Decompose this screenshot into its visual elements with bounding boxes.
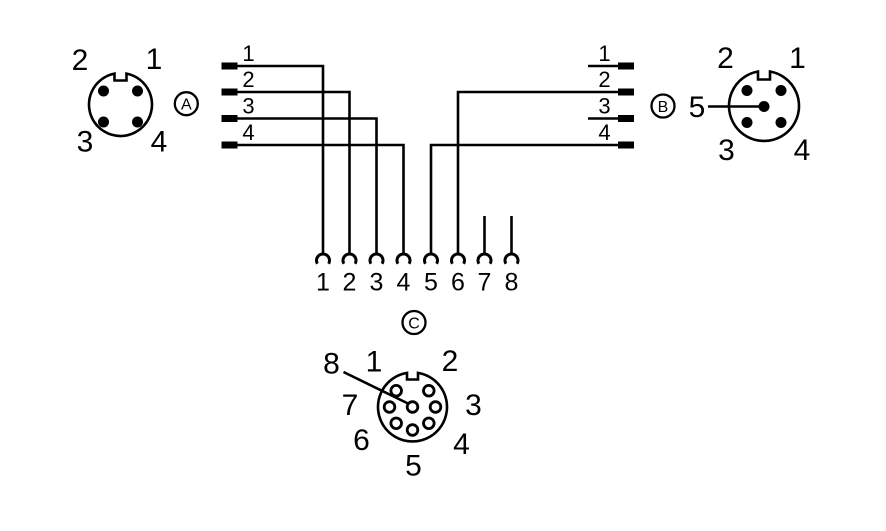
connector-b-front-view: B 2 1 5 3 4 xyxy=(650,42,811,167)
connector-a-designator-circle xyxy=(173,91,199,117)
terminal-1-label: 1 xyxy=(316,269,330,297)
c-pin-label-6: 6 xyxy=(353,424,370,457)
terminal-4-label: 4 xyxy=(397,269,411,297)
terminal-8-label: 8 xyxy=(505,269,519,297)
terminal-5-label: 5 xyxy=(424,269,438,297)
connector-b-designator-circle xyxy=(650,93,676,119)
wire-a4-label: 4 xyxy=(242,120,254,145)
c-pin-label-4: 4 xyxy=(453,428,470,461)
terminal-3-label: 3 xyxy=(370,269,384,297)
terminal-8-socket xyxy=(503,252,520,265)
connector-b-pin-4 xyxy=(775,117,787,128)
terminal-1-socket xyxy=(315,252,331,265)
wire-a2-ferrule xyxy=(221,88,238,96)
b-pin-label-bottom-right: 4 xyxy=(794,134,811,167)
wire-a2 xyxy=(237,90,351,254)
connector-c-pin-4 xyxy=(422,416,436,431)
c-pin8-leader-line xyxy=(342,370,409,405)
wire-a4-ferrule xyxy=(221,141,238,149)
connector-c-pin-8 xyxy=(405,400,420,414)
terminal-3-socket xyxy=(368,252,385,265)
c-pin-label-7: 7 xyxy=(342,389,359,422)
c-pin-label-2: 2 xyxy=(442,345,459,378)
a-pin-label-bottom-right: 4 xyxy=(151,126,168,159)
wire-a1-label: 1 xyxy=(242,41,254,66)
wire-b4-ferrule xyxy=(618,141,634,149)
connector-c-designator-circle xyxy=(401,309,427,336)
b-pin-label-top-left: 2 xyxy=(717,42,734,75)
connector-c-pin-7 xyxy=(382,400,397,414)
connector-c-pin-2 xyxy=(422,384,436,398)
connector-c-designator: C xyxy=(408,315,420,332)
connector-a-pin-3 xyxy=(98,116,109,128)
c-pin-label-3: 3 xyxy=(465,389,482,422)
wire-a1 xyxy=(237,64,325,254)
connector-c-pin-1 xyxy=(389,384,403,398)
wire-b3-ferrule xyxy=(618,115,634,122)
wire-a4 xyxy=(237,143,405,254)
wire-a3-label: 3 xyxy=(242,94,254,119)
c-pin-label-1: 1 xyxy=(366,346,383,379)
side-a-wires: 1 2 3 4 xyxy=(221,41,405,254)
a-pin-label-bottom-left: 3 xyxy=(77,126,94,159)
terminal-6-socket xyxy=(450,252,466,265)
wire-b2-ferrule xyxy=(618,88,634,96)
wire-b3-label: 3 xyxy=(598,94,610,119)
wire-a1-ferrule xyxy=(221,62,238,70)
wire-b1-ferrule xyxy=(618,62,634,70)
connector-a-front-view: 2 1 3 4 A xyxy=(72,43,199,159)
side-b-wires: 1 2 3 4 xyxy=(429,41,634,254)
wire-b2-label: 2 xyxy=(598,67,610,92)
b-pin-label-left: 5 xyxy=(689,91,706,124)
connector-b-designator: B xyxy=(658,99,669,116)
a-pin-label-top-right: 1 xyxy=(146,43,163,76)
wire-a3-ferrule xyxy=(221,115,238,122)
connector-c-pin-6 xyxy=(389,416,403,431)
b-pin-label-top-right: 1 xyxy=(789,42,806,75)
c-pin-label-8: 8 xyxy=(323,348,340,381)
terminal-7-socket xyxy=(476,252,493,265)
connector-a-pin-4 xyxy=(132,116,143,128)
terminal-5-socket xyxy=(423,252,439,265)
connector-b-pin-5 xyxy=(758,101,770,112)
connector-c-pin-5 xyxy=(405,423,420,437)
wire-b2 xyxy=(456,90,618,254)
connector-b-pin-1 xyxy=(775,85,787,96)
terminal-2-socket xyxy=(341,252,358,265)
wire-a3 xyxy=(237,117,378,254)
terminal-strip: 1 2 3 4 5 6 7 8 xyxy=(315,216,520,297)
connector-b-pin-3 xyxy=(741,117,753,128)
terminal-6-label: 6 xyxy=(451,269,465,297)
terminal-2-label: 2 xyxy=(343,269,357,297)
connector-a-pin-2 xyxy=(98,85,109,97)
connector-a-designator: A xyxy=(181,97,192,114)
b-pin-label-bottom-left: 3 xyxy=(718,134,735,167)
a-pin-label-top-left: 2 xyxy=(72,44,89,77)
connector-b-pin-2 xyxy=(741,85,753,96)
wire-b4 xyxy=(429,143,618,254)
wire-b4-label: 4 xyxy=(598,120,610,145)
c-pin-label-5: 5 xyxy=(405,450,422,483)
connector-a-body xyxy=(87,72,154,138)
terminal-7-label: 7 xyxy=(478,269,492,297)
connector-c-pin-3 xyxy=(428,400,443,414)
wire-a2-label: 2 xyxy=(242,67,254,92)
connector-c-front-view: C 1 2 3 4 5 6 7 8 xyxy=(323,309,482,483)
wire-b1-label: 1 xyxy=(598,41,610,66)
terminal-4-socket xyxy=(395,252,412,265)
connector-a-pin-1 xyxy=(132,85,143,97)
